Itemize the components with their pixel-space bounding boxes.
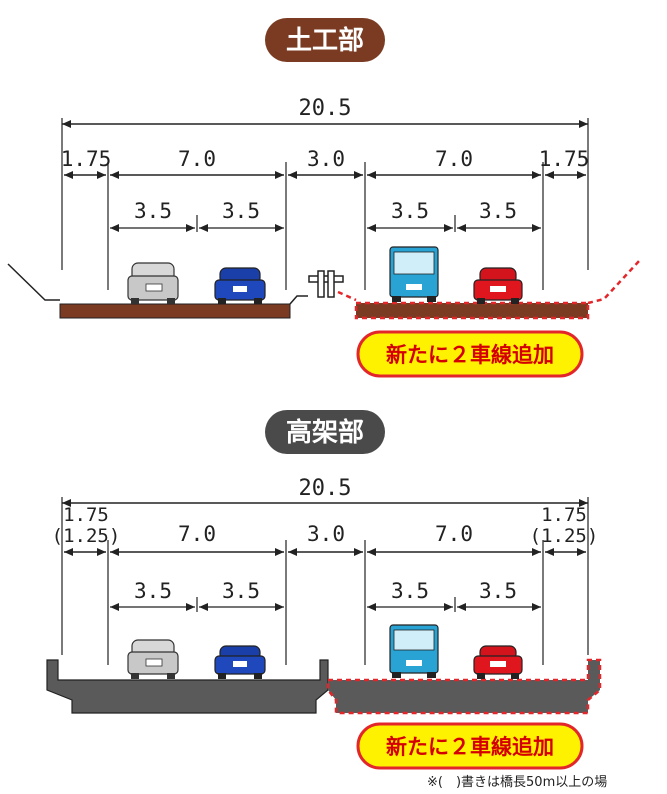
earthwork-title-pill: 土工部: [265, 18, 385, 62]
segment-label: 7.0: [178, 147, 216, 171]
existing-roadbed: [59, 303, 291, 319]
lane-label: 3.5: [222, 199, 260, 223]
embankment-slope: [7, 263, 60, 301]
bus-icon: [389, 624, 439, 678]
existing-viaduct-deck: [46, 659, 329, 714]
shoulder-note: (1.25): [530, 525, 599, 547]
shoulder-label: 1.75: [541, 504, 587, 526]
viaduct-title: 高架部: [286, 417, 364, 448]
viaduct-title-pill: 高架部: [265, 410, 385, 454]
lane-label: 3.5: [391, 199, 429, 223]
lane-label: 3.5: [222, 579, 260, 603]
lane-label: 3.5: [391, 579, 429, 603]
blue-car-icon: [214, 267, 266, 304]
footnote: ※( )書きは橋長50m以上の場: [427, 775, 607, 790]
earthwork-title: 土工部: [286, 26, 364, 56]
new-embankment-slope: [587, 259, 641, 305]
silver-car-icon: [127, 262, 179, 304]
new-viaduct-deck: [326, 658, 602, 715]
curb: [289, 295, 308, 305]
earthwork-section: 土工部 20.5 1.75 7.0 3.0 7.0 1.75: [7, 18, 641, 378]
red-car-icon: [473, 267, 523, 304]
bus-icon: [389, 246, 439, 302]
new-lanes-badge: 新たに２車線追加: [356, 722, 584, 770]
viaduct-section: 高架部 20.5 1.75 (1.25) 7.0 3.0 7.0 1.75 (1…: [46, 410, 607, 790]
silver-car-icon: [127, 639, 179, 679]
blue-car-icon: [214, 645, 266, 679]
segment-label: 3.0: [307, 522, 345, 546]
new-roadbed: [337, 290, 590, 320]
shoulder-label: 1.75: [63, 504, 109, 526]
median-barrier-icon: [308, 270, 344, 298]
new-lanes-badge: 新たに２車線追加: [356, 330, 584, 378]
segment-label: 7.0: [178, 522, 216, 546]
viaduct-total-width: 20.5: [299, 476, 352, 501]
shoulder-note: (1.25): [52, 525, 121, 547]
earthwork-total-width: 20.5: [299, 96, 352, 121]
lane-label: 3.5: [134, 199, 172, 223]
lane-label: 3.5: [134, 579, 172, 603]
badge-text: 新たに２車線追加: [386, 735, 554, 759]
dimension-ticks: [61, 118, 589, 290]
badge-text: 新たに２車線追加: [386, 343, 554, 367]
segment-label: 7.0: [435, 147, 473, 171]
lane-label: 3.5: [479, 579, 517, 603]
dimension-ticks: [61, 497, 589, 665]
red-car-icon: [473, 645, 523, 679]
segment-label: 1.75: [61, 147, 112, 171]
segment-label: 7.0: [435, 522, 473, 546]
segment-label: 1.75: [539, 147, 590, 171]
segment-label: 3.0: [307, 147, 345, 171]
lane-label: 3.5: [479, 199, 517, 223]
